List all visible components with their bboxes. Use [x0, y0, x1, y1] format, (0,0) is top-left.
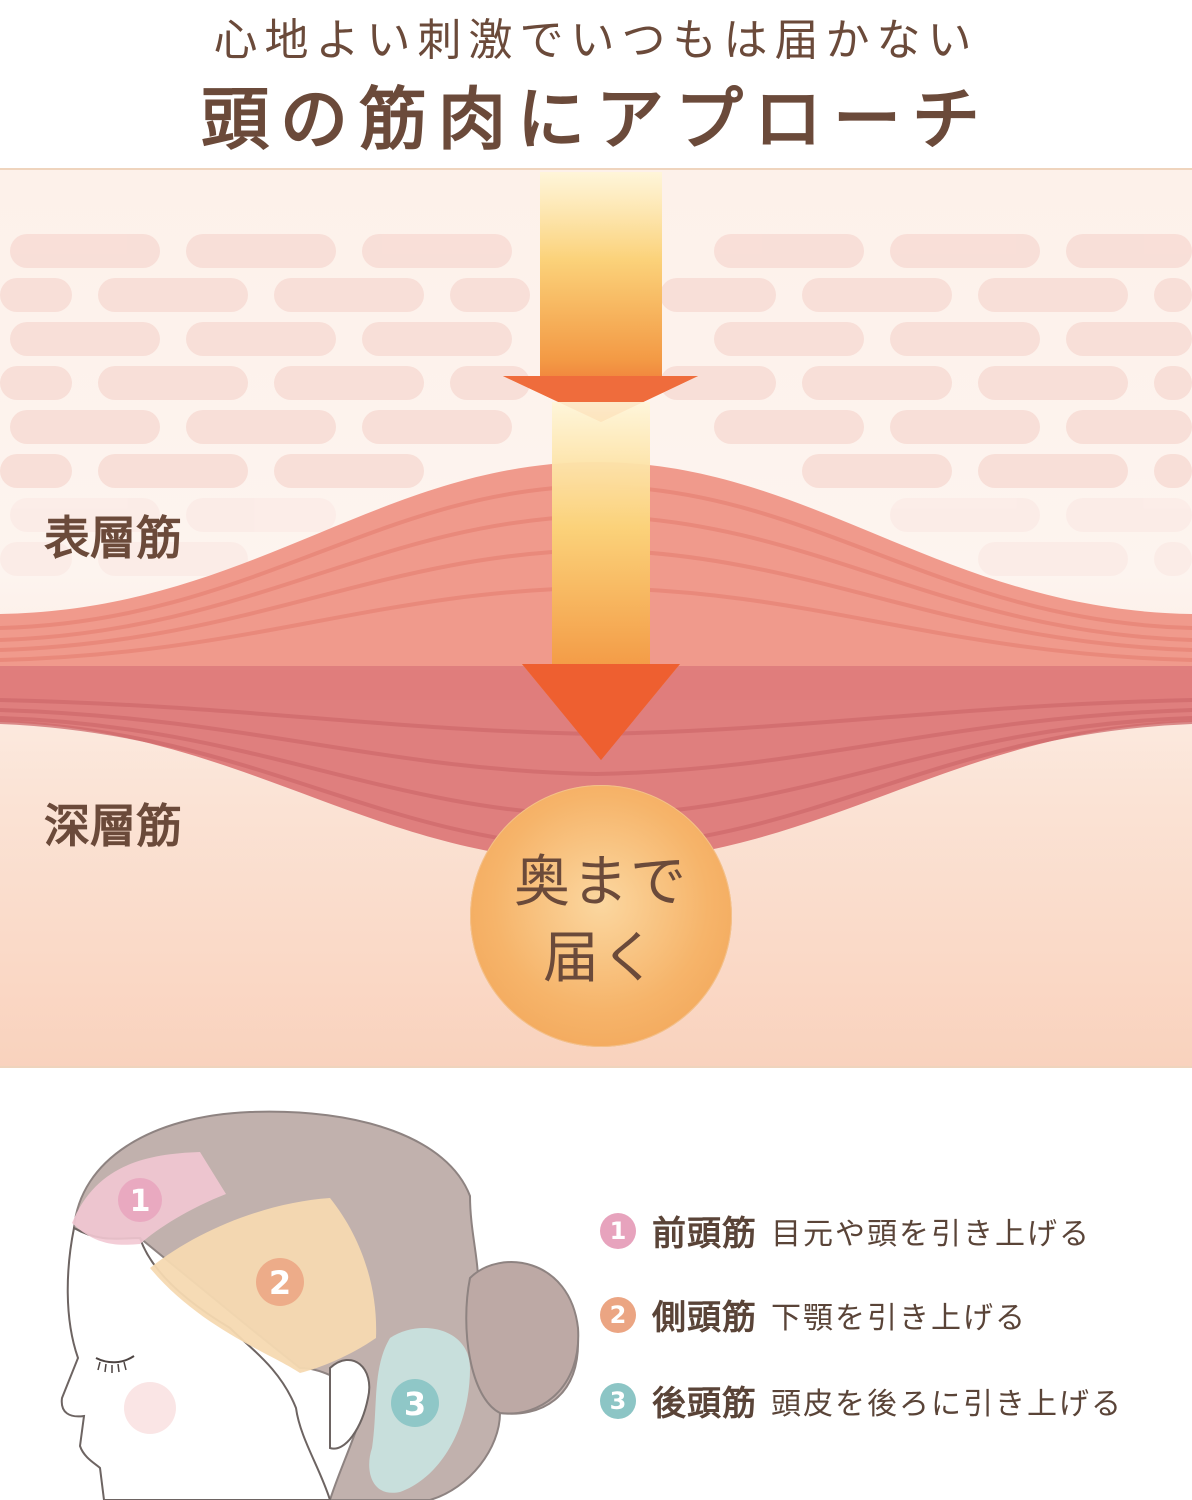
legend-item-frontalis: 1 前頭筋 目元や頭を引き上げる	[600, 1206, 1091, 1255]
arrow-down-icon	[503, 172, 698, 760]
legend-description: 下顎を引き上げる	[771, 1300, 1027, 1336]
muscle-diagram: 表層筋 深層筋 奥まで 届く	[0, 168, 1192, 1068]
header: 心地よい刺激でいつもは届かない 頭の筋肉にアプローチ	[0, 0, 1192, 168]
legend-number-2: 2	[600, 1296, 636, 1333]
reach-deep-badge: 奥まで 届く	[470, 785, 732, 1047]
badge-line-2: 届く	[543, 926, 659, 991]
legend-number-1: 1	[600, 1212, 636, 1249]
legend-muscle-name: 側頭筋	[652, 1298, 757, 1338]
legend-item-occipitalis: 3 後頭筋 頭皮を後ろに引き上げる	[600, 1376, 1123, 1425]
surface-muscle-label: 表層筋	[44, 511, 182, 565]
legend-item-temporalis: 2 側頭筋 下顎を引き上げる	[600, 1290, 1027, 1339]
badge-line-1: 奥まで	[514, 850, 688, 915]
deep-muscle-label: 深層筋	[44, 799, 182, 853]
legend-description: 頭皮を後ろに引き上げる	[771, 1386, 1123, 1422]
legend-muscle-name: 前頭筋	[652, 1214, 757, 1254]
head-muscles-section: 1 2 3 1 前頭筋 目元や頭を引き上げる 2 側頭筋 下顎を引き上げる 3 …	[0, 1068, 1192, 1500]
muscle-cross-section	[0, 170, 1192, 1066]
legend-description: 目元や頭を引き上げる	[771, 1216, 1091, 1252]
svg-text:1: 1	[130, 1184, 151, 1219]
head-profile-icon: 1 2 3	[60, 1110, 580, 1500]
svg-text:3: 3	[404, 1385, 426, 1423]
legend-number-3: 3	[600, 1382, 636, 1419]
subtitle: 心地よい刺激でいつもは届かない	[213, 15, 979, 66]
page-title: 頭の筋肉にアプローチ	[200, 80, 991, 160]
legend-muscle-name: 後頭筋	[652, 1384, 757, 1424]
svg-text:2: 2	[269, 1264, 291, 1302]
